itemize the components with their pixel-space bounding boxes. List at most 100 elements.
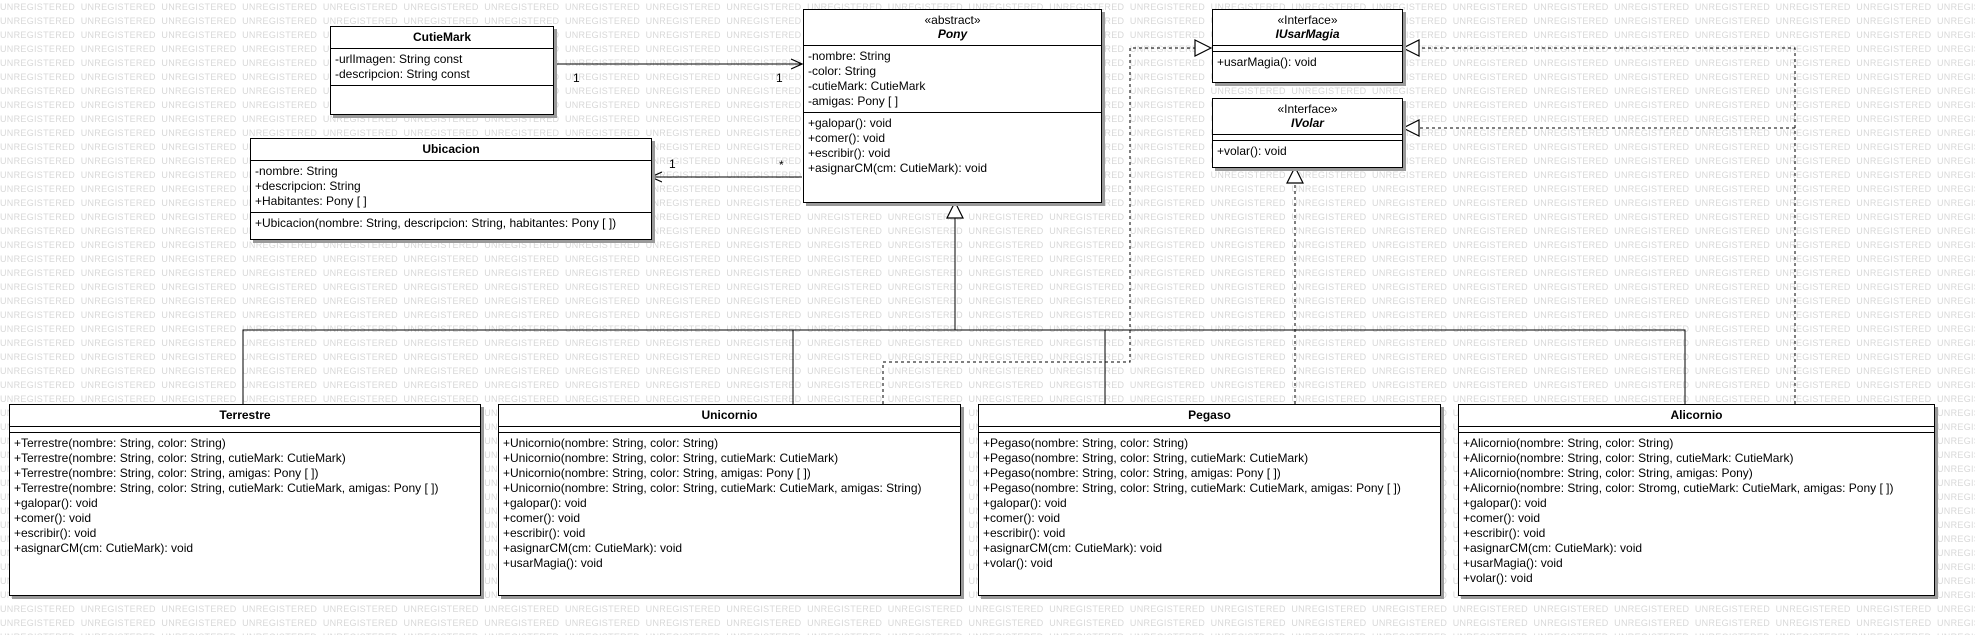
class-name: Alicornio [1670, 408, 1723, 422]
method-row: +usarMagia(): void [503, 556, 603, 570]
realization-alicornio-iusarmagia [1403, 48, 1796, 404]
class-name: IVolar [1291, 116, 1324, 130]
method-row: +escribir(): void [1463, 526, 1546, 540]
methods-compartment: +usarMagia(): void [1213, 52, 1402, 82]
method-row: +Pegaso(nombre: String, color: String, c… [983, 451, 1309, 465]
method-row: +galopar(): void [503, 496, 587, 510]
method-row: +Ubicacion(nombre: String, descripcion: … [255, 216, 617, 230]
multiplicity-pony: 1 [776, 71, 783, 85]
methods-compartment: +galopar(): void+comer(): void+escribir(… [804, 113, 1101, 202]
class-header: Alicornio [1459, 405, 1934, 427]
methods-compartment [331, 86, 553, 114]
method-row: +comer(): void [983, 511, 1061, 525]
class-pegaso[interactable]: Pegaso +Pegaso(nombre: String, color: St… [978, 404, 1441, 596]
attributes-compartment: -urlImagen: String const-descripcion: St… [331, 49, 553, 86]
attribute-row: -descripcion: String const [335, 67, 470, 81]
method-row: +comer(): void [14, 511, 92, 525]
method-row: +galopar(): void [1463, 496, 1547, 510]
method-row: +Alicornio(nombre: String, color: Stromg… [1463, 481, 1894, 495]
class-pony[interactable]: «abstract» Pony -nombre: String-color: S… [803, 9, 1102, 203]
attribute-row: -cutieMark: CutieMark [808, 79, 926, 93]
method-row: +escribir(): void [503, 526, 586, 540]
method-row: +usarMagia(): void [1217, 55, 1317, 69]
method-row: +Unicornio(nombre: String, color: String… [503, 451, 839, 465]
method-row: +Pegaso(nombre: String, color: String, c… [983, 481, 1401, 495]
method-row: +usarMagia(): void [1463, 556, 1563, 570]
method-row: +galopar(): void [983, 496, 1067, 510]
class-header: CutieMark [331, 27, 553, 49]
method-row: +Pegaso(nombre: String, color: String) [983, 436, 1189, 450]
method-row: +Terrestre(nombre: String, color: String… [14, 466, 319, 480]
class-cutiemark[interactable]: CutieMark -urlImagen: String const-descr… [330, 26, 554, 115]
method-row: +comer(): void [1463, 511, 1541, 525]
attributes-compartment: -nombre: String-color: String-cutieMark:… [804, 46, 1101, 113]
method-row: +comer(): void [808, 131, 886, 145]
attribute-row: +Habitantes: Pony [ ] [255, 194, 367, 208]
class-name: Pony [937, 27, 968, 41]
attributes-compartment [1213, 135, 1402, 141]
class-header: Pegaso [979, 405, 1440, 427]
multiplicity-pony-many: * [779, 158, 784, 172]
method-row: +asignarCM(cm: CutieMark): void [503, 541, 683, 555]
method-row: +Unicornio(nombre: String, color: String… [503, 466, 811, 480]
class-stereotype: «abstract» [924, 13, 981, 27]
class-header: Terrestre [10, 405, 480, 427]
method-row: +Terrestre(nombre: String, color: String… [14, 436, 226, 450]
method-row: +asignarCM(cm: CutieMark): void [14, 541, 194, 555]
interface-ivolar[interactable]: «Interface» IVolar +volar(): void [1212, 98, 1403, 168]
class-ubicacion[interactable]: Ubicacion -nombre: String+descripcion: S… [250, 138, 652, 240]
method-row: +escribir(): void [983, 526, 1066, 540]
class-header: Ubicacion [251, 139, 651, 161]
method-row: +Alicornio(nombre: String, color: String… [1463, 466, 1753, 480]
method-row: +Pegaso(nombre: String, color: String, a… [983, 466, 1281, 480]
class-name: CutieMark [412, 30, 471, 44]
class-stereotype: «Interface» [1277, 102, 1338, 116]
method-row: +asignarCM(cm: CutieMark): void [983, 541, 1163, 555]
class-unicornio[interactable]: Unicornio +Unicornio(nombre: String, col… [498, 404, 961, 596]
method-row: +asignarCM(cm: CutieMark): void [1463, 541, 1643, 555]
method-row: +Unicornio(nombre: String, color: String… [503, 436, 719, 450]
method-row: +volar(): void [1217, 144, 1287, 158]
attributes-compartment [499, 427, 960, 433]
class-name: Ubicacion [422, 142, 480, 156]
methods-compartment: +Pegaso(nombre: String, color: String)+P… [979, 433, 1440, 595]
attribute-row: -color: String [808, 64, 877, 78]
method-row: +Terrestre(nombre: String, color: String… [14, 451, 346, 465]
class-alicornio[interactable]: Alicornio +Alicornio(nombre: String, col… [1458, 404, 1935, 596]
methods-compartment: +Terrestre(nombre: String, color: String… [10, 433, 480, 595]
method-row: +Alicornio(nombre: String, color: String… [1463, 436, 1674, 450]
methods-compartment: +Ubicacion(nombre: String, descripcion: … [251, 213, 651, 239]
method-row: +Terrestre(nombre: String, color: String… [14, 481, 439, 495]
method-row: +comer(): void [503, 511, 581, 525]
attributes-compartment [1459, 427, 1934, 433]
method-row: +galopar(): void [808, 116, 892, 130]
class-stereotype: «Interface» [1277, 13, 1338, 27]
attribute-row: +descripcion: String [255, 179, 361, 193]
class-header: Unicornio [499, 405, 960, 427]
attribute-row: -amigas: Pony [ ] [808, 94, 899, 108]
attributes-compartment [1213, 46, 1402, 52]
class-header: «abstract» Pony [804, 10, 1101, 46]
methods-compartment: +Alicornio(nombre: String, color: String… [1459, 433, 1934, 595]
attributes-compartment [10, 427, 480, 433]
attribute-row: -urlImagen: String const [335, 52, 463, 66]
method-row: +galopar(): void [14, 496, 98, 510]
attributes-compartment: -nombre: String+descripcion: String+Habi… [251, 161, 651, 213]
class-name: IUsarMagia [1275, 27, 1340, 41]
method-row: +escribir(): void [14, 526, 97, 540]
class-name: Unicornio [701, 408, 758, 422]
class-header: «Interface» IVolar [1213, 99, 1402, 135]
multiplicity-ubicacion: 1 [669, 157, 676, 171]
method-row: +escribir(): void [808, 146, 891, 160]
method-row: +volar(): void [983, 556, 1053, 570]
attributes-compartment [979, 427, 1440, 433]
class-header: «Interface» IUsarMagia [1213, 10, 1402, 46]
method-row: +Alicornio(nombre: String, color: String… [1463, 451, 1794, 465]
class-terrestre[interactable]: Terrestre +Terrestre(nombre: String, col… [9, 404, 481, 596]
attribute-row: -nombre: String [255, 164, 338, 178]
interface-iusarmagia[interactable]: «Interface» IUsarMagia +usarMagia(): voi… [1212, 9, 1403, 83]
method-row: +Unicornio(nombre: String, color: String… [503, 481, 922, 495]
method-row: +asignarCM(cm: CutieMark): void [808, 161, 988, 175]
multiplicity-cutiemark: 1 [573, 71, 580, 85]
